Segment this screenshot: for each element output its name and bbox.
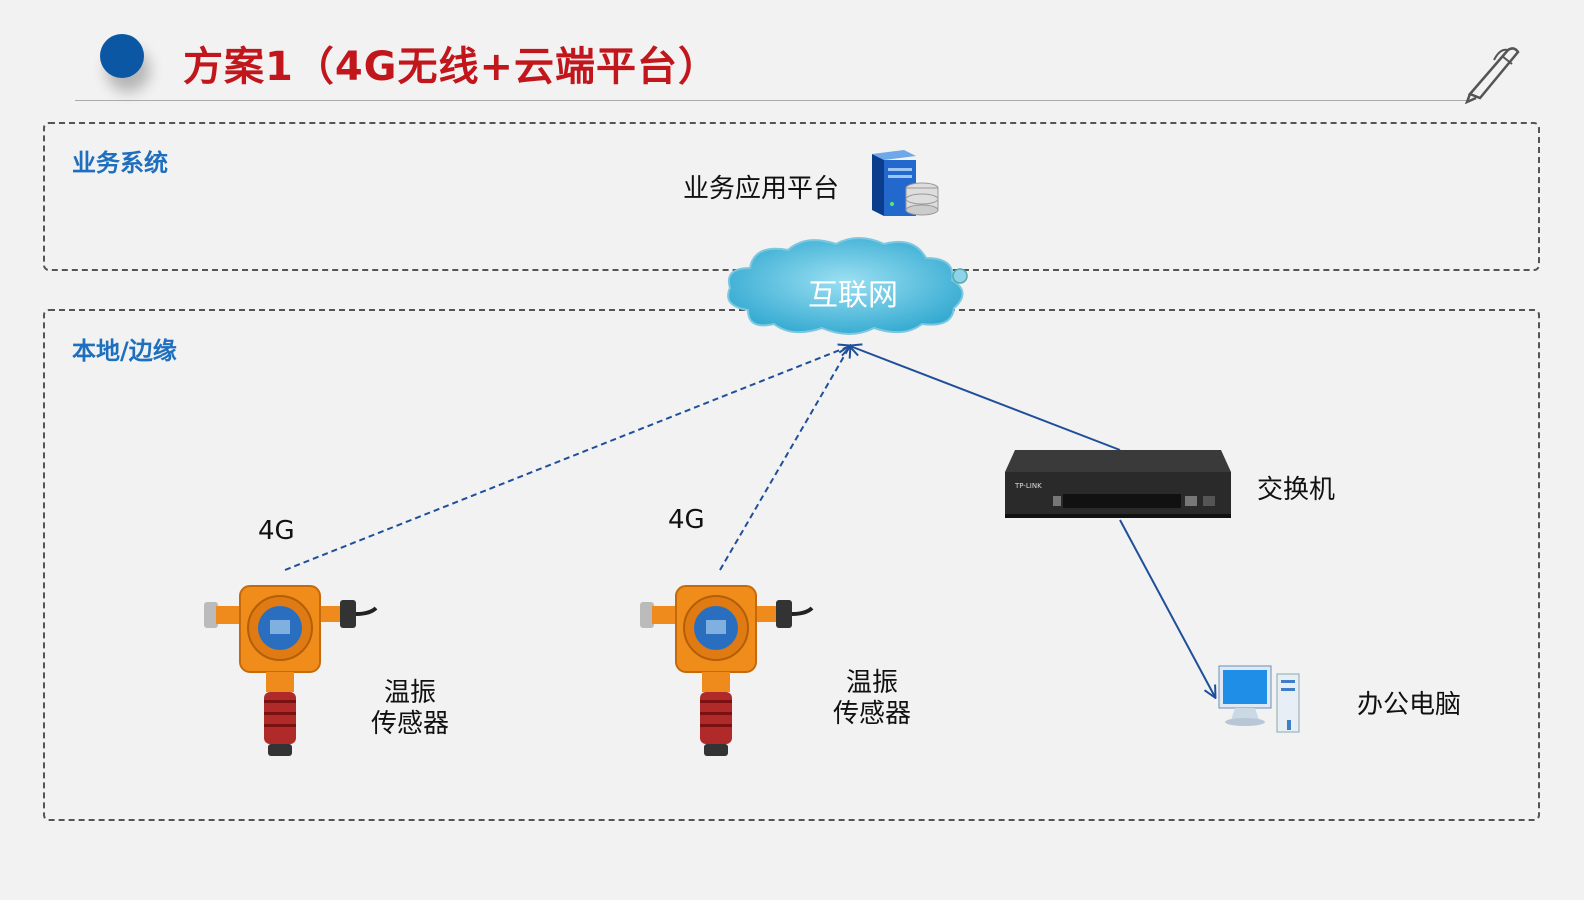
local-zone-title: 本地/边缘 (72, 337, 177, 365)
sensor-label-1: 温振 传感器 (360, 678, 460, 740)
title-bullet (100, 34, 144, 78)
vibration-sensor-icon-2 (640, 585, 814, 756)
link-switch-internet (850, 346, 1121, 451)
sensor-label-2: 温振 传感器 (822, 668, 922, 730)
platform-label: 业务应用平台 (683, 174, 840, 204)
switch-brand-label: TP-LINK (1014, 482, 1042, 490)
sensor-label-1-line1: 温振 (383, 678, 436, 708)
cloud-icon (727, 237, 968, 335)
sensor-label-2-line1: 温振 (845, 668, 898, 698)
title-divider (75, 100, 1470, 101)
office-pc-icon (1218, 665, 1300, 733)
pen-icon (1464, 47, 1520, 104)
link-4g-label-2: 4G (668, 505, 705, 535)
link-sensor1-internet (284, 346, 850, 571)
link-switch-pc (1119, 519, 1215, 697)
link-sensor2-internet (719, 346, 850, 571)
vibration-sensor-icon-1 (204, 585, 378, 756)
sensor-label-1-line2: 传感器 (370, 709, 449, 739)
pc-label: 办公电脑 (1357, 690, 1462, 720)
business-zone-title: 业务系统 (72, 149, 168, 177)
sensor-label-2-line2: 传感器 (832, 699, 911, 729)
page-title: 方案1（4G无线+云端平台） (183, 44, 720, 90)
network-switch-icon: TP-LINK (1005, 450, 1231, 518)
internet-label: 互联网 (808, 278, 898, 313)
switch-label: 交换机 (1257, 475, 1336, 505)
link-4g-label-1: 4G (258, 516, 295, 546)
server-icon (872, 150, 939, 216)
